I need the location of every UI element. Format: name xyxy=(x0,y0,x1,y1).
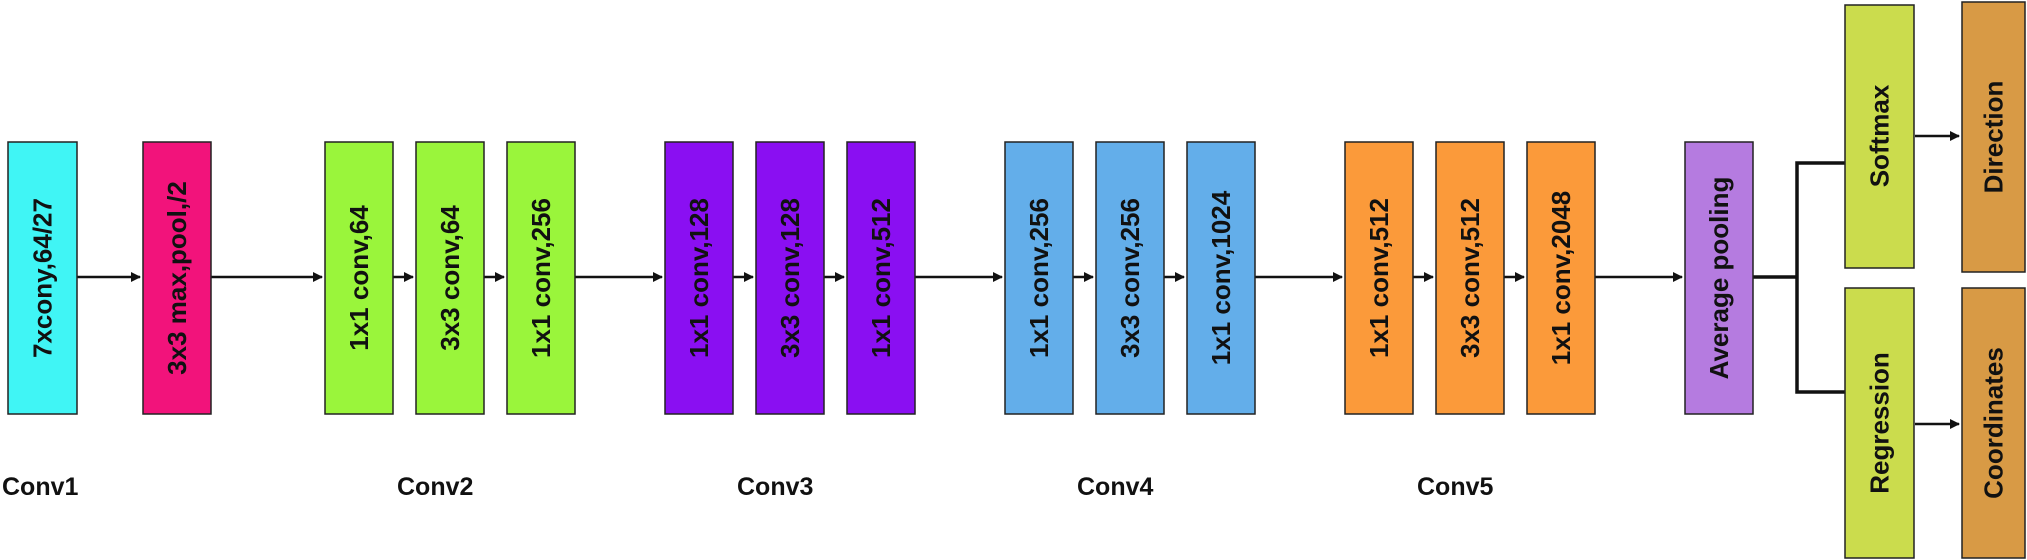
block-conv5-c-label: 1x1 conv,2048 xyxy=(1546,191,1576,365)
block-conv2-c-label: 1x1 conv,256 xyxy=(526,198,556,358)
block-conv2-c: 1x1 conv,256 xyxy=(506,141,576,415)
block-regression: Regression xyxy=(1844,287,1915,559)
block-conv2-b: 3x3 conv,64 xyxy=(415,141,485,415)
group-label-conv2: Conv2 xyxy=(397,473,473,501)
block-maxpool: 3x3 max,pool,/2 xyxy=(142,141,212,415)
block-softmax: Softmax xyxy=(1844,4,1915,269)
block-softmax-label: Softmax xyxy=(1865,84,1895,187)
block-conv1-7x7: 7xcony,64/27 xyxy=(7,141,78,415)
block-conv5-a: 1x1 conv,512 xyxy=(1344,141,1414,415)
block-coordinates-label: Coordinates xyxy=(1979,347,2009,499)
connectors xyxy=(77,131,1960,429)
block-conv3-c-label: 1x1 conv,512 xyxy=(866,198,896,358)
block-conv4-a-box xyxy=(1004,141,1074,415)
block-conv2-c-box xyxy=(506,141,576,415)
block-direction: Direction xyxy=(1961,1,2026,273)
block-conv4-a-label: 1x1 conv,256 xyxy=(1024,198,1054,358)
block-conv5-b-box xyxy=(1435,141,1505,415)
block-conv4-b: 3x3 conv,256 xyxy=(1095,141,1165,415)
block-conv3-a-box xyxy=(664,141,734,415)
group-label-conv4: Conv4 xyxy=(1077,473,1154,501)
block-average-pooling-label: Average pooling xyxy=(1704,177,1734,380)
block-conv5-b-label: 3x3 conv,512 xyxy=(1455,198,1485,358)
block-average-pooling-box xyxy=(1684,141,1754,415)
block-direction-box xyxy=(1961,1,2026,273)
block-conv2-a: 1x1 conv,64 xyxy=(324,141,394,415)
block-conv3-c: 1x1 conv,512 xyxy=(846,141,916,415)
block-conv4-b-label: 3x3 conv,256 xyxy=(1115,198,1145,358)
block-conv1-7x7-label: 7xcony,64/27 xyxy=(28,198,58,358)
block-conv3-c-box xyxy=(846,141,916,415)
branch-to-regression xyxy=(1795,277,1845,394)
block-conv3-a: 1x1 conv,128 xyxy=(664,141,734,415)
block-conv3-b-label: 3x3 conv,128 xyxy=(775,198,805,358)
block-conv5-b: 3x3 conv,512 xyxy=(1435,141,1505,415)
block-maxpool-label: 3x3 max,pool,/2 xyxy=(162,181,192,375)
block-conv4-c-box xyxy=(1186,141,1256,415)
block-conv5-a-box xyxy=(1344,141,1414,415)
block-conv4-a: 1x1 conv,256 xyxy=(1004,141,1074,415)
block-maxpool-box xyxy=(142,141,212,415)
block-regression-box xyxy=(1844,287,1915,559)
block-conv5-c-box xyxy=(1526,141,1596,415)
block-conv1-7x7-box xyxy=(7,141,78,415)
block-conv2-b-label: 3x3 conv,64 xyxy=(435,205,465,351)
block-average-pooling: Average pooling xyxy=(1684,141,1754,415)
block-conv3-b: 3x3 conv,128 xyxy=(755,141,825,415)
block-conv3-b-box xyxy=(755,141,825,415)
block-direction-label: Direction xyxy=(1979,81,2009,194)
block-conv4-c-label: 1x1 conv,1024 xyxy=(1206,190,1236,365)
block-conv5-c: 1x1 conv,2048 xyxy=(1526,141,1596,415)
block-regression-label: Regression xyxy=(1865,352,1895,494)
block-conv5-a-label: 1x1 conv,512 xyxy=(1364,198,1394,358)
block-conv2-a-box xyxy=(324,141,394,415)
block-softmax-box xyxy=(1844,4,1915,269)
block-conv2-b-box xyxy=(415,141,485,415)
group-label-conv5: Conv5 xyxy=(1417,473,1494,501)
group-label-conv1: Conv1 xyxy=(2,473,79,501)
branch-to-softmax xyxy=(1795,161,1845,277)
group-label-conv3: Conv3 xyxy=(737,473,813,501)
block-conv4-b-box xyxy=(1095,141,1165,415)
block-coordinates-box xyxy=(1961,287,2026,559)
block-conv2-a-label: 1x1 conv,64 xyxy=(344,205,374,351)
block-coordinates: Coordinates xyxy=(1961,287,2026,559)
block-conv4-c: 1x1 conv,1024 xyxy=(1186,141,1256,415)
block-conv3-a-label: 1x1 conv,128 xyxy=(684,198,714,358)
